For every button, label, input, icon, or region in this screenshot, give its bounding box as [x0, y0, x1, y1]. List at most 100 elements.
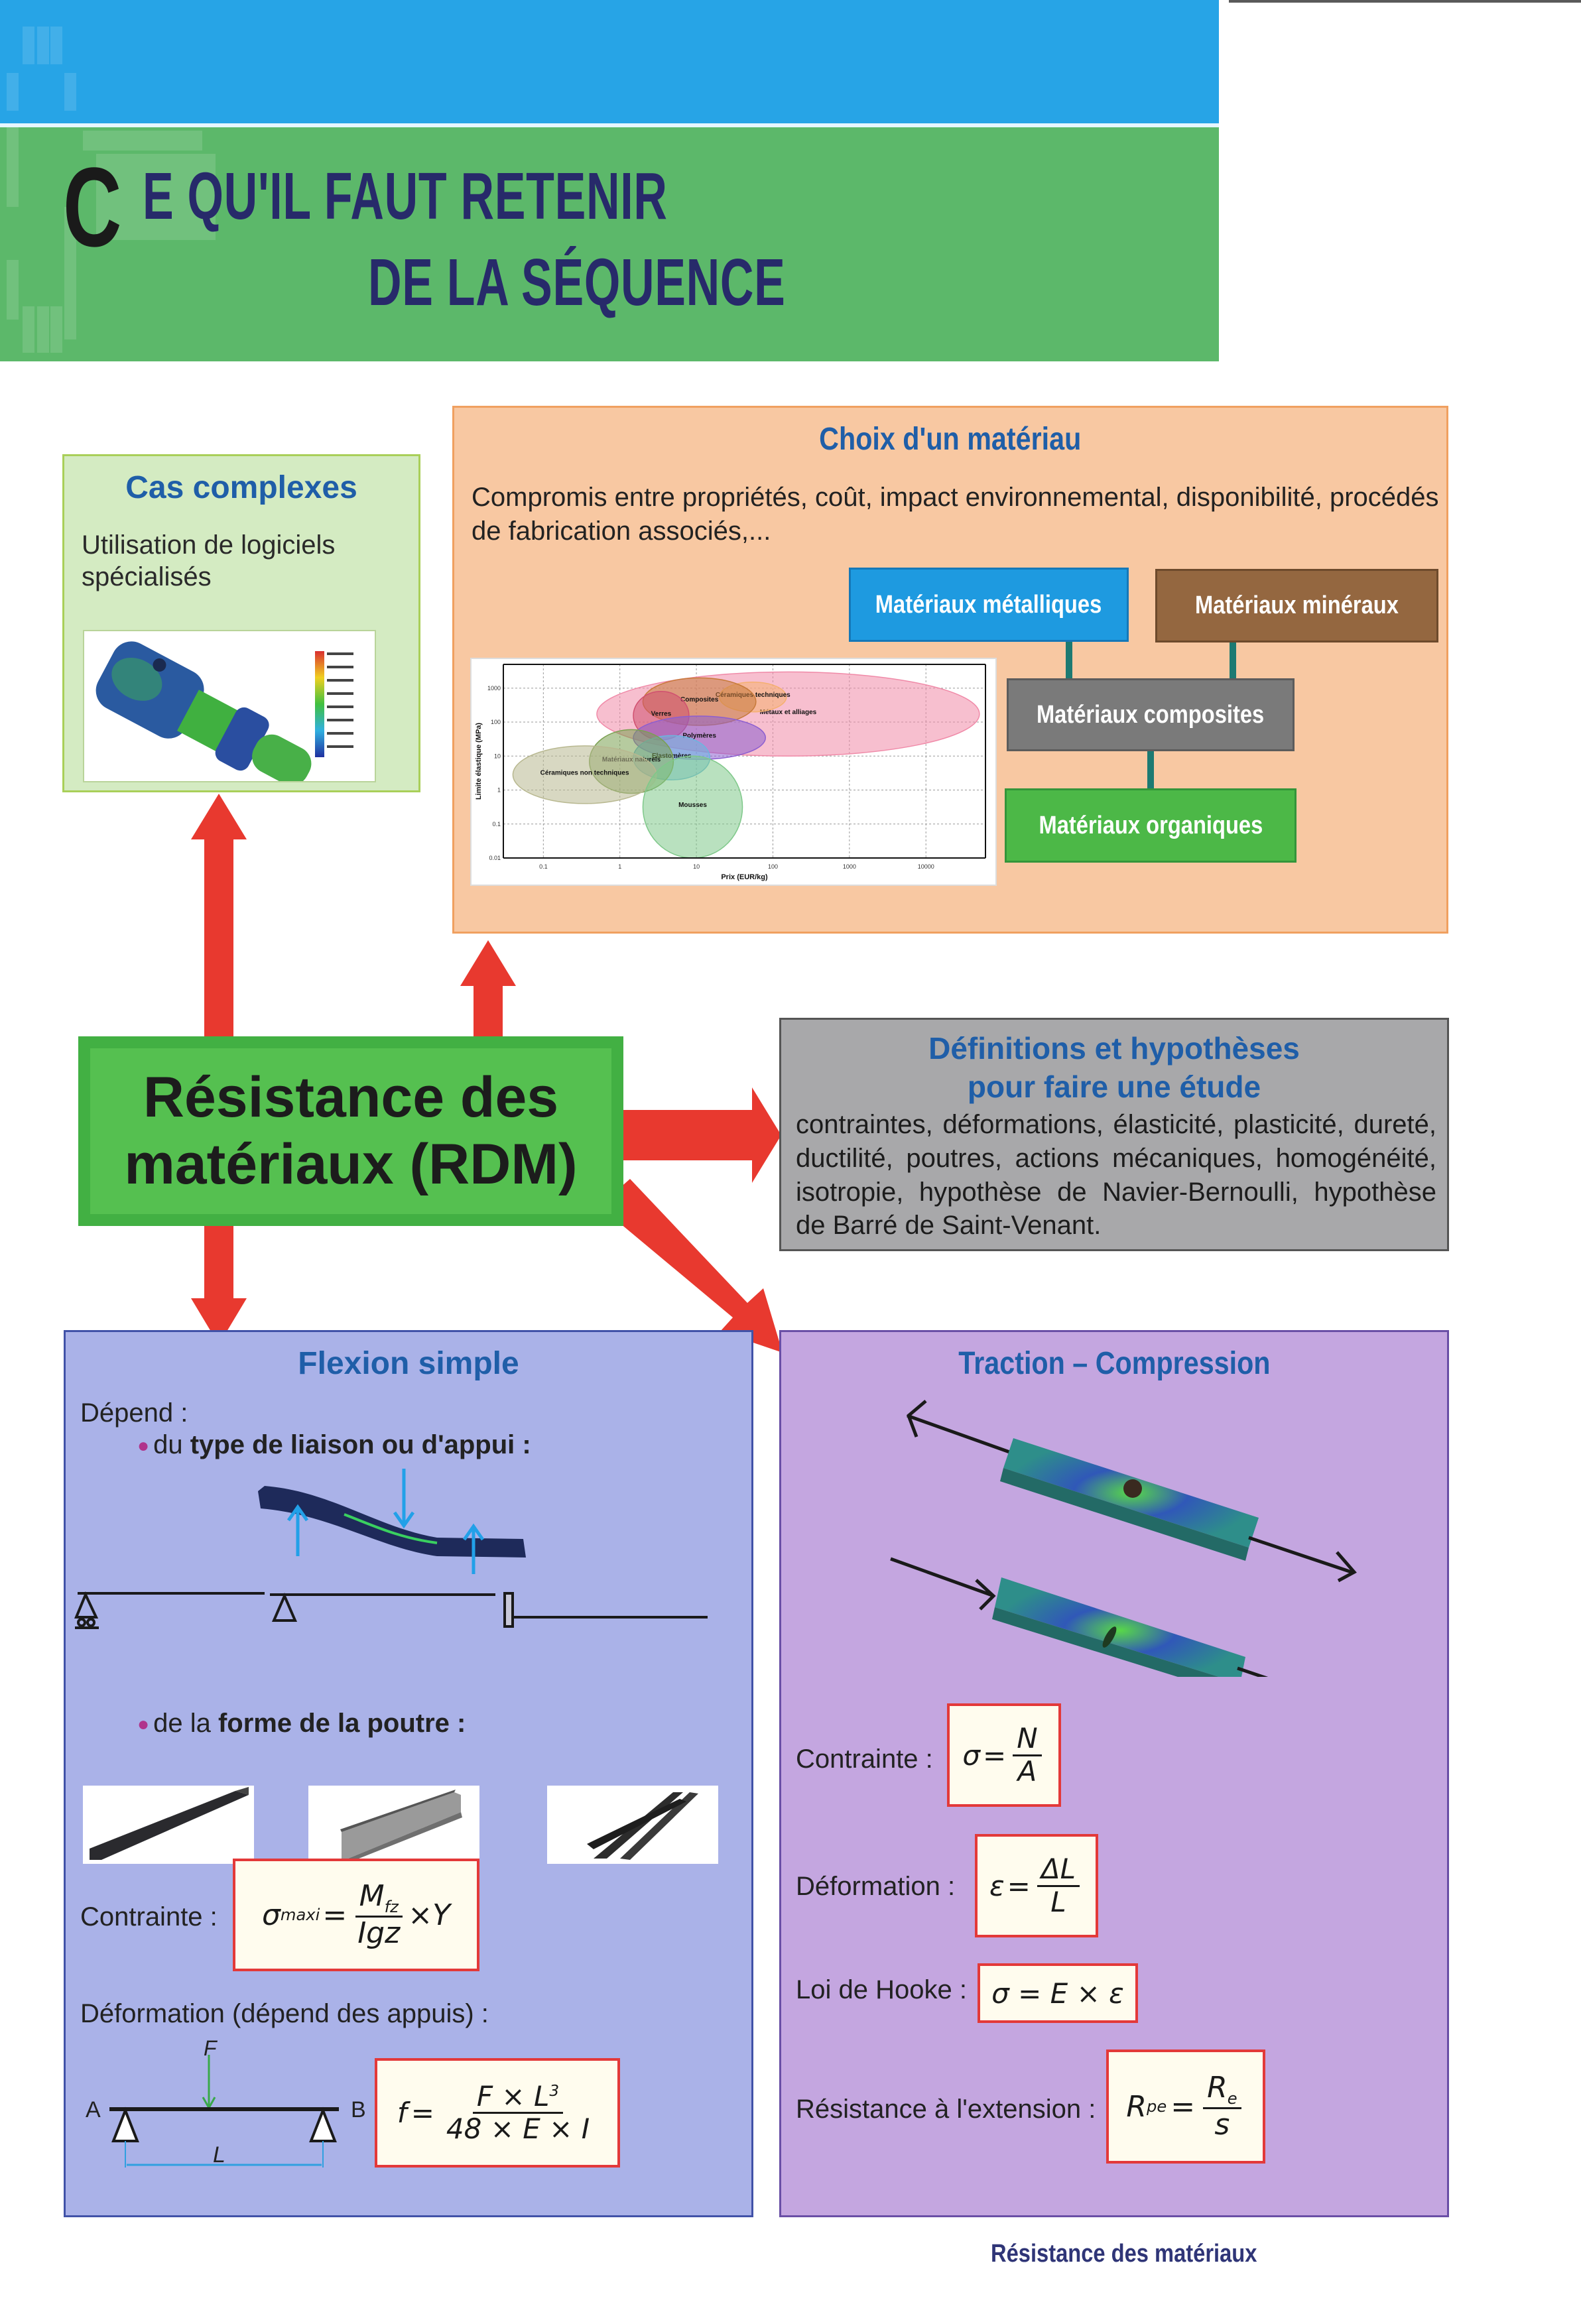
- bent-beam-icon: [258, 1486, 526, 1558]
- arrow-to-choix-materiau: [460, 940, 516, 1036]
- fraction: ΔL L: [1037, 1854, 1080, 1917]
- traction-specimen: [907, 1400, 1357, 1583]
- label-length: L: [213, 2142, 225, 2168]
- x-axis-label: Prix (EUR/kg): [721, 873, 768, 881]
- box-cas-complexes: Cas complexes Utilisation de logiciels s…: [62, 454, 420, 792]
- header-separator: [0, 123, 1219, 127]
- bullet-icon: ●: [137, 1435, 150, 1457]
- traction-compression-illustration: [890, 1400, 1357, 1677]
- region-label: Mousses: [678, 802, 707, 809]
- family-mineraux: Matériaux minéraux: [1155, 569, 1438, 642]
- decor-square: [50, 27, 62, 64]
- decor-square: [7, 127, 19, 207]
- formula-denominator: A: [1017, 1754, 1037, 1788]
- formula-hooke: σ = E × ε: [978, 1963, 1138, 2023]
- y-tick-label: 1000: [487, 685, 501, 692]
- box-title: Choix d'un matériau: [454, 421, 1446, 458]
- box-title: Traction – Compression: [781, 1345, 1447, 1382]
- decor-square: [37, 306, 49, 353]
- bullet-liaison: ●du type de liaison ou d'appui :: [137, 1430, 531, 1460]
- footer-text: Résistance des matériaux: [991, 2240, 1257, 2268]
- fraction: Mfz Igz: [353, 1880, 404, 1950]
- y-tick-label: 1: [497, 787, 501, 794]
- formula-denominator: s: [1214, 2108, 1230, 2142]
- support-types-diagram: [74, 1469, 708, 1629]
- region-label: Composites: [680, 696, 719, 703]
- compression-specimen: [890, 1557, 1269, 1677]
- bullet-text: de la: [153, 1709, 218, 1738]
- decor-square: [64, 73, 76, 111]
- fraction: N A: [1013, 1723, 1042, 1788]
- box-text: contraintes, déformations, élasticité, p…: [796, 1110, 1436, 1241]
- decor-square: [7, 260, 19, 320]
- label-point-b: B: [351, 2097, 366, 2122]
- region-label: Polymères: [682, 733, 716, 740]
- label-force: F: [204, 2036, 217, 2060]
- label-point-a: A: [86, 2097, 101, 2122]
- simply-supported-beam-diagram: [109, 2055, 339, 2168]
- box-text: Utilisation de logiciels spécialisés: [82, 530, 336, 591]
- bullet-forme: ●de la forme de la poutre :: [137, 1709, 466, 1739]
- beam-photo-tube: [83, 1786, 254, 1864]
- bullet-text: du: [153, 1430, 190, 1459]
- contrainte-label: Contrainte :: [80, 1902, 218, 1931]
- box-title-text: Traction – Compression: [958, 1346, 1271, 1381]
- fea-simulation-image: [83, 630, 376, 786]
- y-tick-label: 100: [491, 719, 501, 725]
- fixed-support-icon: [503, 1592, 514, 1628]
- family-organiques: Matériaux organiques: [1005, 788, 1296, 863]
- family-label: Matériaux organiques: [1039, 811, 1263, 839]
- bullet-icon: ●: [137, 1713, 150, 1736]
- formula-numerator: F × L: [476, 2079, 550, 2112]
- decor-square: [37, 27, 49, 64]
- page-title-line2: DE LA SÉQUENCE: [368, 245, 786, 320]
- box-flexion-simple: Flexion simple Dépend : ●du type de liai…: [64, 1330, 753, 2217]
- formula-symbol: σ: [262, 1898, 281, 1932]
- x-tick-label: 0.1: [539, 863, 548, 870]
- rdm-inner: Résistance des matériaux (RDM): [90, 1048, 611, 1214]
- box-title-text: Choix d'un matériau: [819, 422, 1082, 457]
- page-title-line1: E QU'IL FAUT RETENIR: [143, 159, 668, 233]
- arrow-to-definitions: [623, 1087, 781, 1183]
- box-title-line1: Définitions et hypothèses: [928, 1031, 1300, 1066]
- decor-square: [50, 306, 62, 353]
- header-band-bottom: [0, 127, 1219, 361]
- family-label: Matériaux métalliques: [875, 590, 1102, 619]
- center-title: Résistance des matériaux (RDM): [124, 1064, 577, 1197]
- formula-numerator: ΔL: [1037, 1854, 1080, 1887]
- pin-support-icon: [271, 1592, 298, 1622]
- arrow-to-flexion: [191, 1226, 247, 1345]
- formula-subscript: pe: [1147, 2097, 1167, 2116]
- x-tick-label: 1000: [843, 863, 856, 870]
- fraction: F × L3 48 × E × I: [442, 2081, 594, 2144]
- formula-contrainte-traction: σ = N A: [947, 1703, 1061, 1807]
- shaft-stress-illustration: [95, 641, 353, 786]
- arrow-to-cas-complexes: [191, 794, 247, 1036]
- depend-label: Dépend :: [80, 1398, 188, 1428]
- formula-numerator: M: [359, 1878, 385, 1913]
- box-definitions: Définitions et hypothèses pour faire une…: [779, 1018, 1449, 1251]
- color-legend-bar: [315, 651, 324, 757]
- formula-denominator: 48 × E × I: [446, 2112, 590, 2145]
- formula-symbol: ε: [989, 1869, 1005, 1902]
- region-label: Verres: [651, 710, 672, 717]
- y-tick-label: 0.1: [492, 821, 501, 827]
- decor-square: [7, 73, 19, 111]
- title-initial: C: [63, 145, 122, 271]
- box-title: Cas complexes: [125, 470, 357, 505]
- box-title: Flexion simple: [298, 1346, 519, 1381]
- deformation-label: Déformation :: [796, 1872, 956, 1901]
- center-title-line1: Résistance des: [143, 1066, 559, 1130]
- formula-symbol: R: [1126, 2089, 1147, 2124]
- force-arrows: [286, 1469, 485, 1574]
- box-rdm-center: Résistance des matériaux (RDM): [78, 1036, 623, 1226]
- formula-deformation-flexion: f = F × L3 48 × E × I: [375, 2058, 620, 2168]
- box-title: Définitions et hypothèses pour faire une…: [781, 1030, 1447, 1106]
- box-title-line2: pour faire une étude: [967, 1069, 1261, 1104]
- arrow-to-traction: [600, 1179, 783, 1353]
- region-label: Céramiques non techniques: [540, 769, 629, 776]
- y-tick-label: 10: [494, 753, 501, 759]
